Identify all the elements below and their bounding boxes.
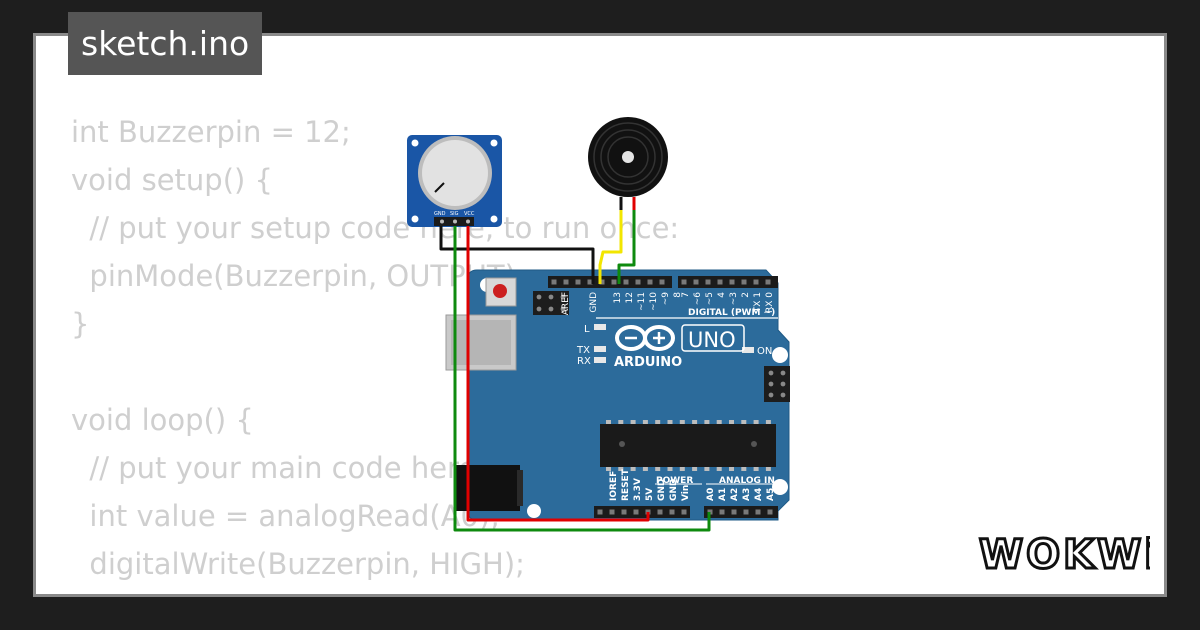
pot-pin-vcc: VCC <box>464 211 475 217</box>
arduino-brand-text: ARDUINO <box>614 355 682 370</box>
code-line: digitalWrite(Buzzerpin, HIGH); <box>71 547 525 581</box>
wokwi-logo-text: WOKWi <box>979 532 1150 578</box>
analog-pin-label: A1 <box>718 488 728 501</box>
analog-pin-label: A2 <box>730 488 740 501</box>
code-line: void loop() { <box>71 403 254 437</box>
wire-green-sig <box>453 226 711 532</box>
led-l-icon <box>594 324 606 330</box>
buzzer[interactable] <box>588 117 668 210</box>
digital-pin-label: ~3 <box>729 292 739 305</box>
led-rx-icon <box>594 357 606 363</box>
digital-header-left <box>548 276 672 288</box>
led-on-icon <box>742 347 754 353</box>
digital-pin-label: 8 <box>673 292 683 298</box>
mount-hole-icon <box>772 347 788 363</box>
analog-pin-label: A4 <box>754 488 764 501</box>
digital-header-label: DIGITAL (PWM ~) <box>688 308 775 318</box>
code-line: int value = analogRead(A0); <box>71 499 501 533</box>
digital-pin-label: 13 <box>613 292 623 303</box>
led-tx-icon <box>594 346 606 352</box>
analog-pin-label: A5 <box>766 488 776 501</box>
power-pin-label: GND <box>669 479 679 501</box>
file-tab[interactable]: sketch.ino <box>68 12 263 75</box>
digital-pin-label: RX 0 <box>765 292 775 313</box>
power-label: POWER <box>656 476 693 486</box>
power-pin-label: GND <box>657 479 667 501</box>
wire-red-vcc <box>466 226 650 522</box>
wire-yellow-buzzer <box>598 210 623 284</box>
power-pin-label: RESET <box>621 468 631 501</box>
led-tx-label: TX <box>576 345 590 356</box>
digital-pin-label: ~6 <box>693 292 703 306</box>
power-jack <box>456 465 520 511</box>
potentiometer[interactable]: GND SIG VCC <box>407 135 502 227</box>
analog-header <box>704 506 778 518</box>
power-header <box>594 506 690 518</box>
mount-hole-icon <box>527 504 541 518</box>
mount-hole-icon <box>772 479 788 495</box>
digital-pin-label: ~11 <box>637 292 647 311</box>
digital-pin-label: TX 1 <box>753 292 763 313</box>
led-rx-label: RX <box>577 356 591 367</box>
analog-pin-label: A3 <box>742 488 752 501</box>
digital-pin-label: AREF <box>561 292 571 315</box>
atmega-chip <box>600 424 776 467</box>
board-model-text: UNO <box>688 328 736 352</box>
wire-black-gnd <box>439 226 595 284</box>
arduino-infinity-icon <box>615 325 675 351</box>
power-pin-label: Vin <box>681 485 691 501</box>
analog-label: ANALOG IN <box>719 476 775 486</box>
digital-pin-label: ~10 <box>649 292 659 311</box>
wokwi-logo: WOKWi <box>978 531 1151 580</box>
digital-pin-label: 2 <box>741 292 751 298</box>
pot-knob-icon[interactable] <box>422 140 488 206</box>
digital-pin-label: 7 <box>681 292 691 298</box>
digital-pin-label: GND <box>589 292 599 313</box>
digital-pin-label: 12 <box>625 292 635 303</box>
digital-pin-label: ~5 <box>705 292 715 305</box>
led-l-label: L <box>584 324 590 335</box>
digital-pin-label: 4 <box>717 292 727 298</box>
icsp-header-right <box>764 366 790 402</box>
power-pin-label: 3.3V <box>633 478 643 501</box>
pot-pin-sig: SIG <box>450 211 459 217</box>
led-on-label: ON <box>757 346 772 357</box>
power-pin-label: IOREF <box>609 471 619 501</box>
analog-pin-label: A0 <box>706 488 716 501</box>
pot-pin-gnd: GND <box>434 211 446 217</box>
power-pin-label: 5V <box>645 488 655 501</box>
wires <box>439 210 711 532</box>
reset-button-icon <box>493 284 507 298</box>
wire-green-buzzer <box>617 210 636 284</box>
code-line: } <box>71 307 90 341</box>
code-line: void setup() { <box>71 163 273 197</box>
code-line: int Buzzerpin = 12; <box>71 115 351 149</box>
buzzer-center-icon <box>622 151 634 163</box>
digital-pin-label: ~9 <box>661 292 671 306</box>
digital-header-right <box>678 276 778 288</box>
